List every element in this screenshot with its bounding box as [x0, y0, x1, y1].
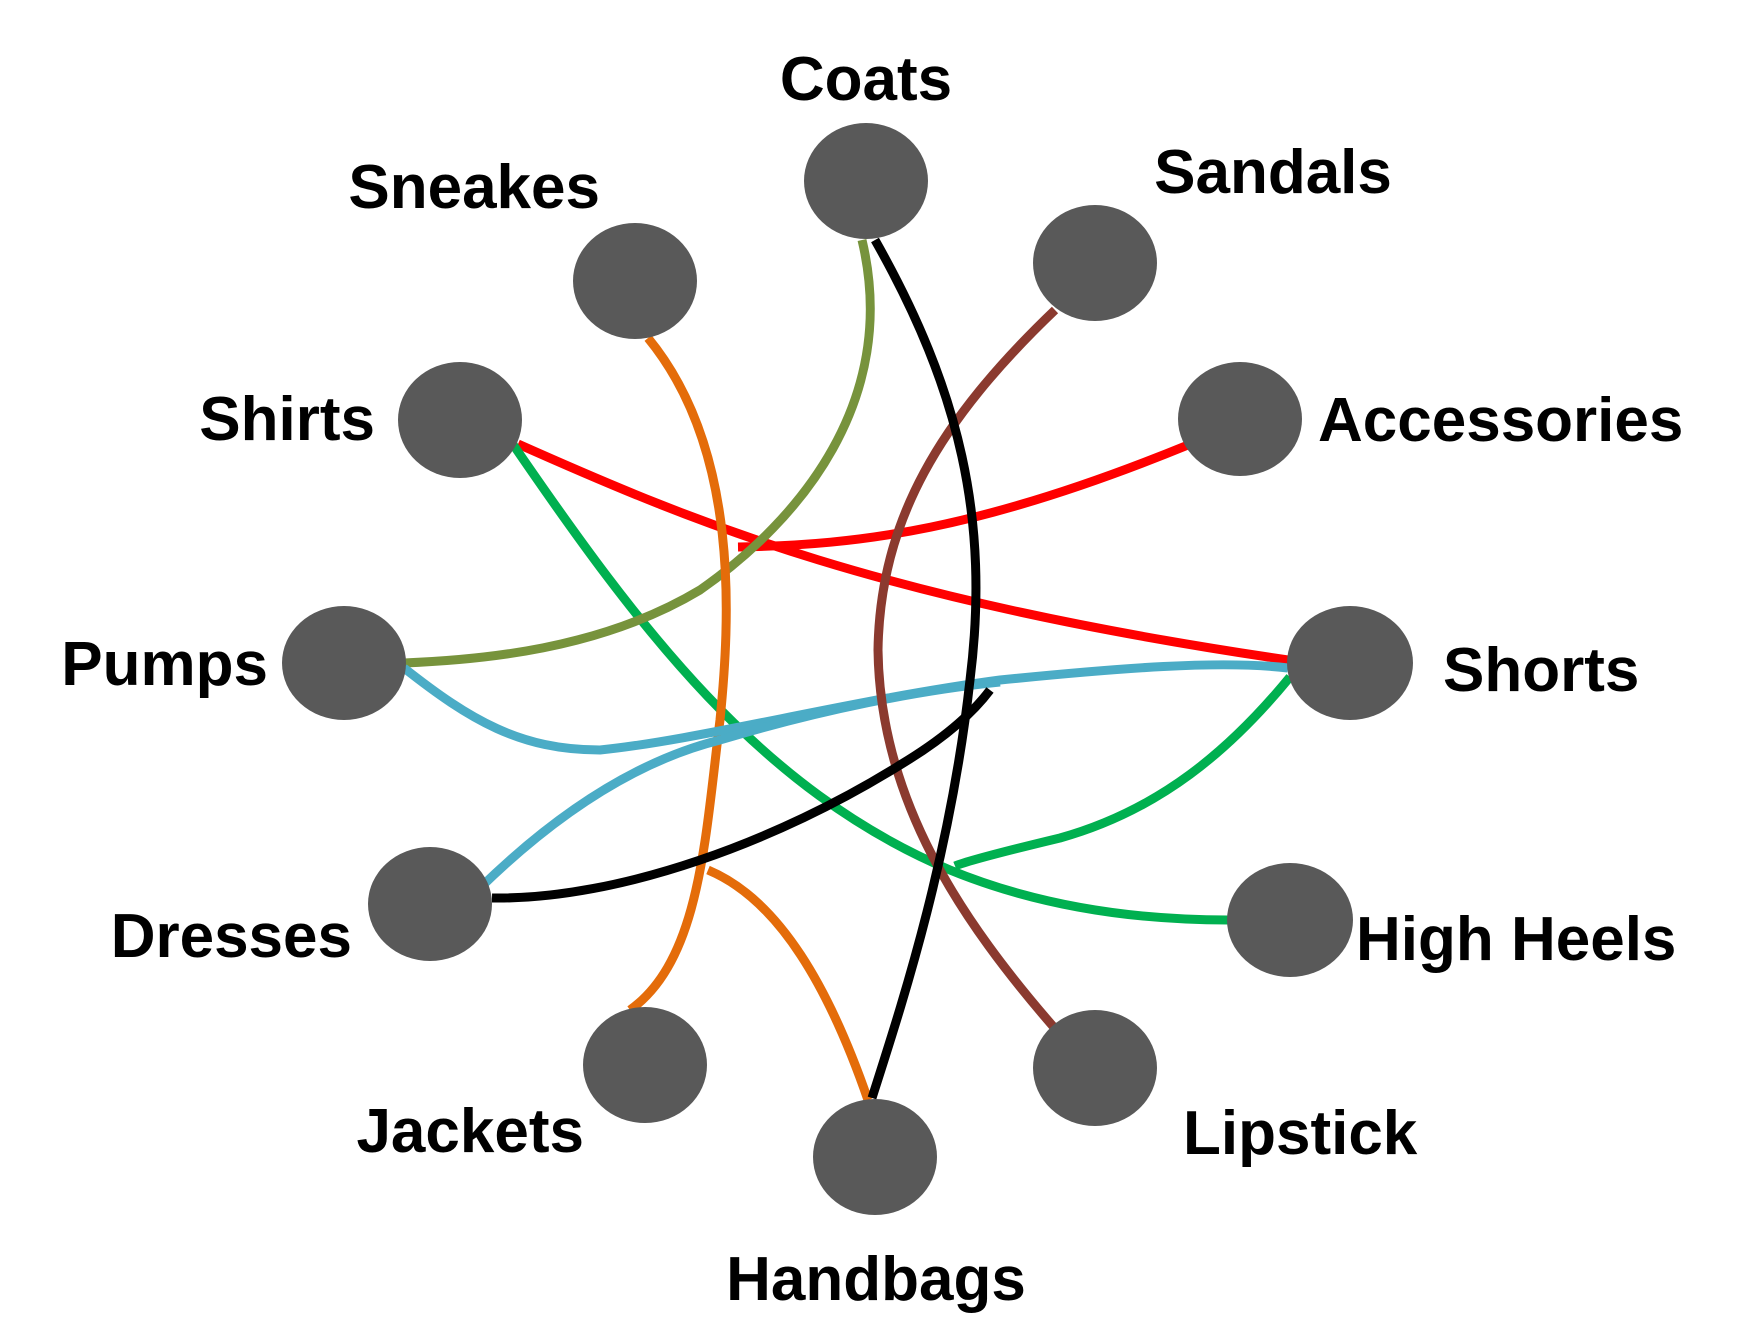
edge-shirts-shorts — [516, 439, 1289, 665]
edge-jackets-handbags — [706, 865, 873, 1102]
node-accessories[interactable] — [1178, 362, 1302, 476]
label-shirts: Shirts — [199, 385, 375, 454]
node-dresses[interactable] — [368, 847, 492, 961]
edge-coats-handbags — [867, 237, 981, 1100]
node-shirts[interactable] — [398, 362, 522, 478]
node-lipstick[interactable] — [1033, 1010, 1157, 1126]
label-jackets: Jackets — [356, 1097, 584, 1166]
label-accessories: Accessories — [1318, 386, 1683, 455]
node-sandals[interactable] — [1033, 205, 1157, 321]
label-coats: Coats — [780, 45, 952, 114]
edge-coats-pumps — [403, 238, 875, 668]
edges-layer — [401, 237, 1294, 1102]
node-pumps[interactable] — [282, 606, 406, 720]
label-pumps: Pumps — [61, 630, 268, 699]
node-jackets[interactable] — [583, 1007, 707, 1123]
edge-dresses-shorts — [476, 677, 1001, 892]
nodes-layer — [282, 123, 1413, 1215]
node-handbags[interactable] — [813, 1099, 937, 1215]
label-handbags: Handbags — [726, 1245, 1026, 1314]
label-lipstick: Lipstick — [1183, 1099, 1418, 1168]
label-sneakes: Sneakes — [348, 153, 600, 222]
label-high-heels: High Heels — [1356, 905, 1676, 974]
label-sandals: Sandals — [1154, 138, 1392, 207]
node-coats[interactable] — [804, 123, 928, 239]
edge-pumps-accessories — [737, 440, 1190, 552]
node-sneakes[interactable] — [573, 223, 697, 339]
edge-dresses-shorts — [491, 687, 994, 903]
edge-sandals-lipstick — [873, 306, 1062, 1035]
labels-layer: Coats Sandals Accessories Shorts High He… — [61, 45, 1683, 1314]
edge-sneakes-jackets — [627, 335, 731, 1014]
label-shorts: Shorts — [1443, 636, 1639, 705]
edge-shirts-high-heels — [506, 437, 1229, 925]
edge-shorts-high-heels — [953, 674, 1294, 871]
node-shorts[interactable] — [1287, 606, 1413, 720]
label-dresses: Dresses — [111, 902, 352, 971]
node-high-heels[interactable] — [1227, 863, 1353, 977]
